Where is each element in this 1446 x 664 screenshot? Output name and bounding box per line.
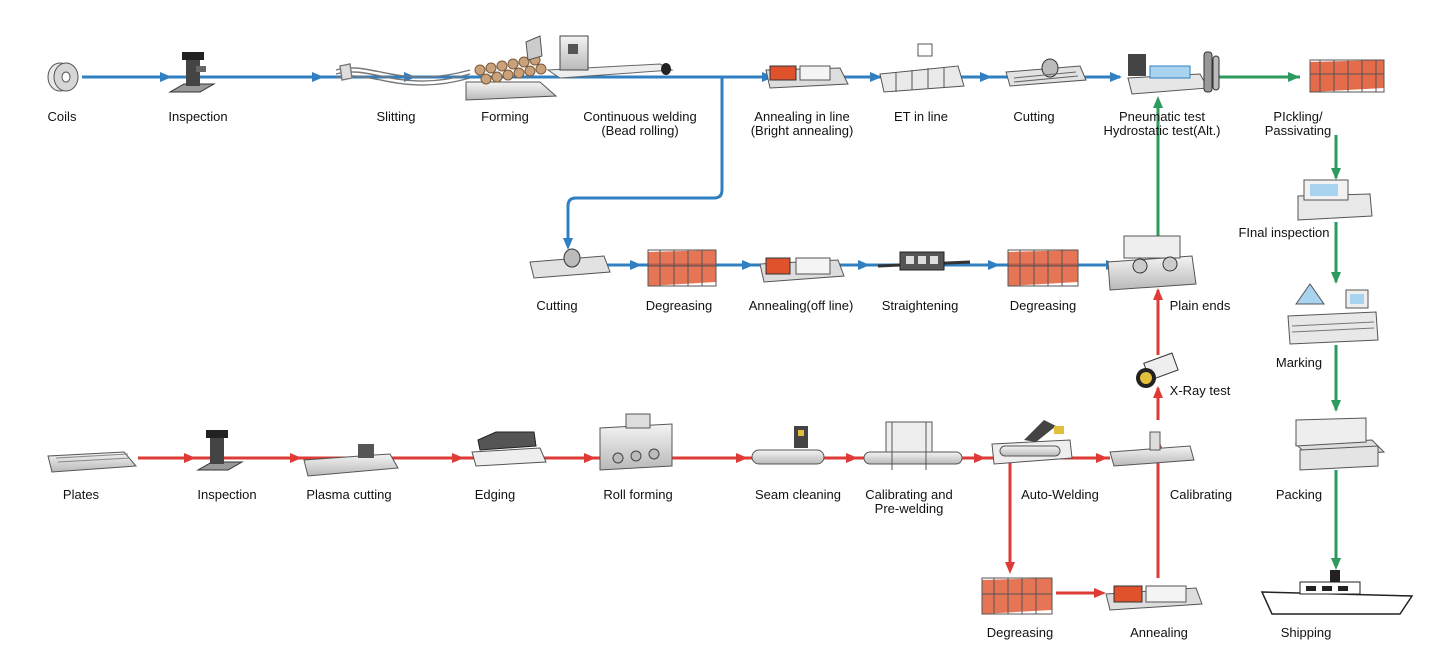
plate-stack-icon xyxy=(47,451,138,473)
welding-head-icon xyxy=(546,35,674,79)
packing-crate-icon xyxy=(1294,417,1386,471)
label-roll-forming: Roll forming xyxy=(603,487,673,502)
blue-flow-lines xyxy=(82,75,1120,267)
label-pressure-test-line2: Hydrostatic test(Alt.) xyxy=(1103,123,1221,138)
label-inspection-top: Inspection xyxy=(168,109,228,124)
label-cutting-top: Cutting xyxy=(1013,109,1055,124)
label-pickling: PIckling/ Passivating xyxy=(1265,110,1331,138)
calibrating-press-icon xyxy=(863,421,963,470)
xray-camera-icon xyxy=(1136,352,1179,388)
label-inspection-bottom: Inspection xyxy=(197,487,257,502)
label-pickling-line2: Passivating xyxy=(1264,123,1332,138)
label-forming: Forming xyxy=(481,109,529,124)
cutting-saw-icon xyxy=(1005,58,1087,87)
label-continuous-welding-line1: Continuous welding xyxy=(583,109,697,124)
label-annealing-in-line-line1: Annealing in line xyxy=(754,109,850,124)
forming-rolls-icon xyxy=(465,35,558,101)
green-flow-lines xyxy=(1156,75,1338,565)
label-xray-test: X-Ray test xyxy=(1169,383,1231,398)
label-seam-cleaning: Seam cleaning xyxy=(755,487,841,502)
degreasing-tank-icon-bottom xyxy=(981,577,1053,615)
cutting-saw-icon-mid xyxy=(529,248,611,279)
label-annealing-bottom: Annealing xyxy=(1130,625,1188,640)
label-plates: Plates xyxy=(62,487,100,502)
end-facing-machine-icon xyxy=(1107,235,1197,291)
label-final-inspection: FInal inspection xyxy=(1238,225,1330,240)
label-cutting-mid: Cutting xyxy=(536,298,578,313)
label-et-in-line: ET in line xyxy=(894,109,948,124)
inspection-machine-icon-bottom xyxy=(196,430,244,471)
calibrating-rig-icon xyxy=(1109,431,1195,467)
label-annealing-in-line: Annealing in line (Bright annealing) xyxy=(751,110,854,138)
label-pickling-line1: PIckling/ xyxy=(1273,109,1323,124)
label-coils: Coils xyxy=(47,109,77,124)
label-continuous-welding: Continuous welding (Bead rolling) xyxy=(583,110,696,138)
inspection-machine-icon xyxy=(168,52,216,93)
label-packing: Packing xyxy=(1275,487,1323,502)
pressure-test-rig-icon xyxy=(1127,51,1220,95)
edge-milling-icon xyxy=(471,431,547,467)
degreasing-tank-icon-1 xyxy=(647,249,717,287)
green-arrowheads xyxy=(1153,72,1341,570)
label-degreasing-bottom: Degreasing xyxy=(986,625,1054,640)
label-degreasing-mid-1: Degreasing xyxy=(645,298,713,313)
label-calibrating: Calibrating xyxy=(1169,487,1233,502)
label-pressure-test: Pneumatic test Hydrostatic test(Alt.) xyxy=(1103,110,1220,138)
auto-welder-icon xyxy=(991,420,1073,465)
label-marking: Marking xyxy=(1275,355,1323,370)
annealing-furnace-icon-bottom xyxy=(1105,585,1203,611)
label-annealing-in-line-line2: (Bright annealing) xyxy=(750,123,854,138)
label-annealing-off-line: Annealing(off line) xyxy=(748,298,854,313)
roll-forming-press-icon xyxy=(599,413,673,471)
annealing-furnace-icon xyxy=(765,65,849,89)
label-pressure-test-line1: Pneumatic test xyxy=(1119,109,1205,124)
label-edging: Edging xyxy=(474,487,516,502)
slitting-strip-icon xyxy=(335,63,471,86)
marking-machine-icon xyxy=(1287,283,1379,345)
label-straightening: Straightening xyxy=(881,298,959,313)
pickling-tank-icon xyxy=(1309,59,1385,93)
degreasing-tank-icon-2 xyxy=(1007,249,1079,287)
label-auto-welding: Auto-Welding xyxy=(1021,487,1099,502)
label-calibrating-prewelding-line2: Pre-welding xyxy=(874,501,944,516)
seam-cleaner-icon xyxy=(751,426,825,465)
label-calibrating-prewelding-line1: Calibrating and xyxy=(865,487,953,502)
label-shipping: Shipping xyxy=(1280,625,1332,640)
label-plain-ends: Plain ends xyxy=(1169,298,1231,313)
coil-icon xyxy=(47,62,79,92)
label-calibrating-prewelding: Calibrating and Pre-welding xyxy=(865,488,952,516)
label-degreasing-mid-2: Degreasing xyxy=(1009,298,1077,313)
straightener-icon xyxy=(877,251,971,271)
annealing-furnace-icon-mid xyxy=(759,257,845,283)
blue-arrowheads xyxy=(160,72,1122,270)
cargo-ship-icon xyxy=(1260,570,1414,615)
label-slitting: Slitting xyxy=(376,109,416,124)
label-plasma-cutting: Plasma cutting xyxy=(306,487,392,502)
eddy-current-tester-icon xyxy=(879,43,965,93)
label-continuous-welding-line2: (Bead rolling) xyxy=(601,123,679,138)
plasma-cutter-icon xyxy=(303,444,399,477)
inspection-console-icon xyxy=(1297,179,1373,221)
